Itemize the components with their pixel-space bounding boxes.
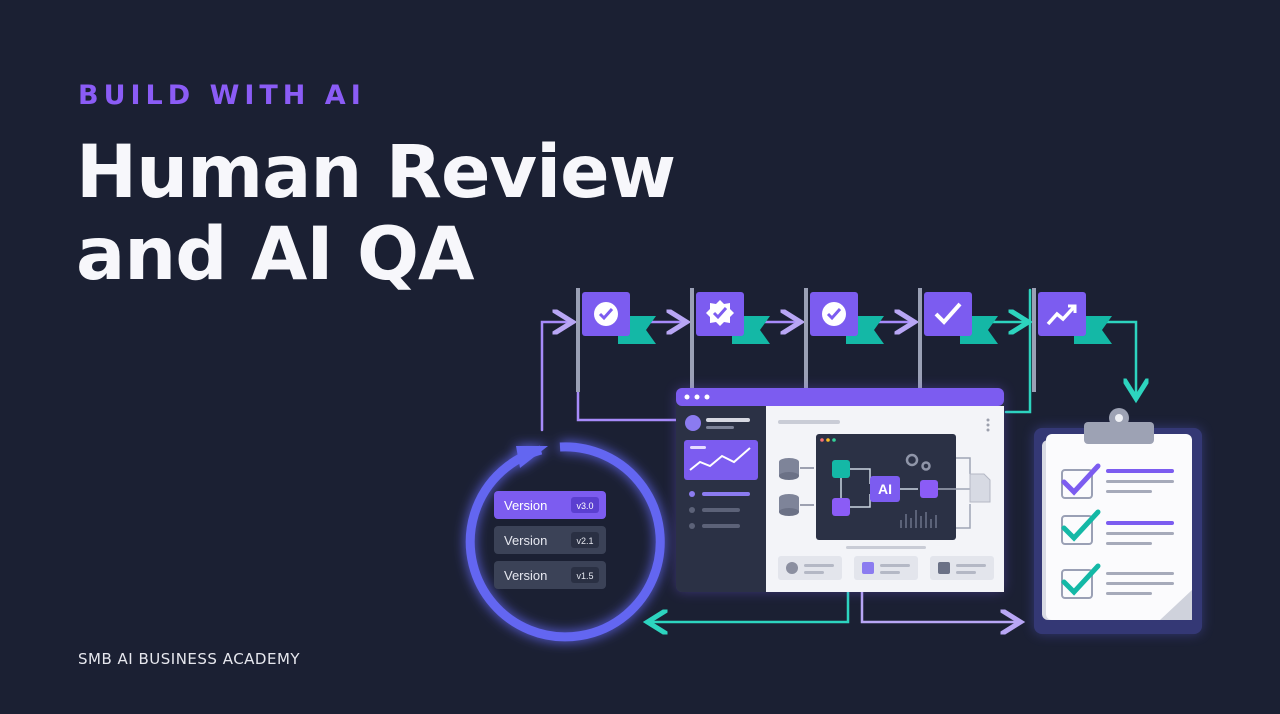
- version-ring: [465, 442, 665, 642]
- eyebrow-label: BUILD WITH AI: [78, 80, 366, 111]
- version-tag-2: v2.1: [576, 536, 593, 546]
- window-titlebar: [676, 388, 1004, 406]
- check-icon: [1061, 463, 1101, 496]
- avatar: [685, 415, 701, 431]
- check-icon: [1061, 509, 1101, 542]
- version-label-2: Version: [504, 533, 547, 548]
- flag-2: [690, 288, 770, 392]
- footer-brand: SMB AI BUSINESS ACADEMY: [78, 650, 301, 668]
- trend-up-icon: [1046, 304, 1077, 326]
- badge-check-icon: [706, 300, 734, 326]
- clipboard-clip: [1084, 408, 1154, 444]
- check-circle-icon: [594, 302, 618, 326]
- flag-4: [918, 288, 998, 392]
- page-title: Human Review and AI QA: [76, 132, 716, 296]
- ai-chip-label: AI: [878, 481, 892, 497]
- clipboard-checklist: [1034, 408, 1202, 634]
- checkmark-icon: [934, 302, 962, 325]
- version-label-3: Version: [504, 568, 547, 583]
- database-icon: [779, 458, 799, 480]
- flag-1: [576, 288, 656, 392]
- database-icon: [779, 494, 799, 516]
- version-list: Version v3.0 Version v2.1 Version v1.5: [494, 491, 606, 589]
- version-tag-1: v3.0: [576, 501, 593, 511]
- flag-3: [804, 288, 884, 392]
- document-icon: [969, 473, 991, 503]
- audio-bars: [900, 510, 937, 528]
- stat-card: [778, 556, 842, 580]
- title-line-1: Human Review: [76, 130, 676, 215]
- version-tag-3: v1.5: [576, 571, 593, 581]
- title-line-2: and AI QA: [76, 212, 475, 297]
- ai-chip-icon: AI: [870, 476, 900, 502]
- check-circle-icon: [822, 302, 846, 326]
- app-window: AI: [676, 388, 1004, 592]
- flag-5: [1032, 288, 1112, 392]
- gear-icon: [905, 453, 931, 471]
- check-icon: [1061, 563, 1101, 596]
- chart-card: [684, 440, 758, 480]
- version-label-1: Version: [504, 498, 547, 513]
